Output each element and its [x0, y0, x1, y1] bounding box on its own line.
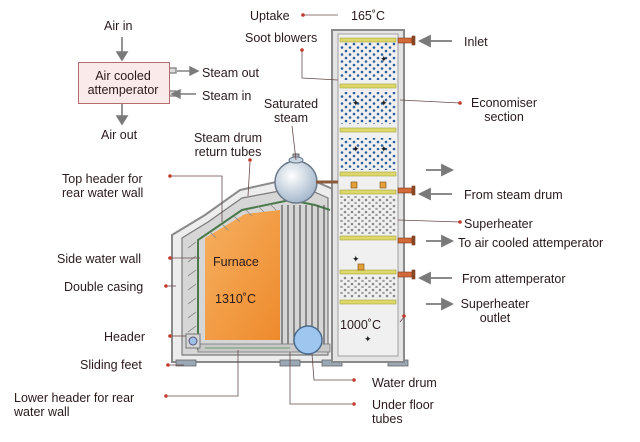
svg-text:✦: ✦ [352, 99, 360, 109]
steam-drum [274, 153, 318, 204]
top-header-label: Top header for rear water wall [62, 172, 144, 200]
under-floor-tubes-label: Under floor tubes [372, 398, 434, 426]
header-label: Header [104, 330, 145, 344]
steam-in-arrow [167, 88, 196, 100]
air-in-arrow [115, 37, 129, 62]
leader-lines [168, 14, 461, 405]
leader-dots [164, 13, 462, 406]
svg-text:✦: ✦ [380, 99, 388, 109]
water-wall-tubes [281, 205, 325, 345]
sliding-feet-label: Sliding feet [80, 358, 142, 372]
right-arrows [417, 34, 455, 311]
air-in-label: Air in [104, 19, 133, 33]
steam-out-label: Steam out [202, 66, 259, 80]
to-air-cooled-attemperator-label: To air cooled attemperator [458, 236, 604, 250]
rear-wall-hatch [187, 241, 197, 333]
inlet-label: Inlet [464, 35, 488, 49]
water-drum-label: Water drum [372, 376, 437, 390]
air-cooled-attemperator-label: Air cooled attemperator [87, 69, 159, 97]
furnace-casing [171, 179, 336, 363]
double-casing-label: Double casing [64, 280, 144, 294]
from-attemperator-label: From attemperator [462, 272, 566, 286]
bottom-header [185, 333, 201, 349]
svg-text:✦: ✦ [352, 145, 360, 155]
superheater-label: Superheater [464, 217, 533, 231]
uptake-temperature: 165˚C [351, 9, 386, 23]
furnace-label: Furnace [213, 255, 259, 269]
air-cooled-attemperator-box [78, 62, 170, 104]
uptake-label: Uptake [250, 9, 290, 23]
gas-temperature: 1000˚C [340, 318, 381, 332]
lower-header-label: Lower header for rear water wall [14, 391, 135, 419]
soot-blowers-label: Soot blowers [245, 31, 318, 45]
svg-text:✦: ✦ [380, 55, 388, 65]
water-drum [293, 325, 323, 355]
from-steam-drum-label: From steam drum [464, 188, 563, 202]
furnace-fire [205, 210, 280, 340]
svg-text:✦: ✦ [364, 335, 372, 345]
svg-text:✦: ✦ [352, 255, 360, 265]
steam-out-arrow [167, 65, 200, 77]
economiser-section-label: Economiser section [471, 96, 537, 124]
svg-text:✦: ✦ [380, 145, 388, 155]
saturated-steam-label: Saturated steam [263, 97, 319, 125]
air-out-label: Air out [101, 128, 138, 142]
superheater-outlet-label: Superheater outlet [460, 297, 530, 325]
steam-in-label: Steam in [202, 89, 252, 103]
side-water-wall-label: Side water wall [57, 252, 142, 266]
air-out-arrow [115, 103, 129, 126]
boiler-column: ✦ ✦ ✦ ✦ ✦ ✦ ✦ [316, 29, 416, 363]
furnace-temperature: 1310˚C [215, 292, 256, 306]
steam-drum-return-tubes-label: Steam drum return tubes [193, 131, 263, 159]
